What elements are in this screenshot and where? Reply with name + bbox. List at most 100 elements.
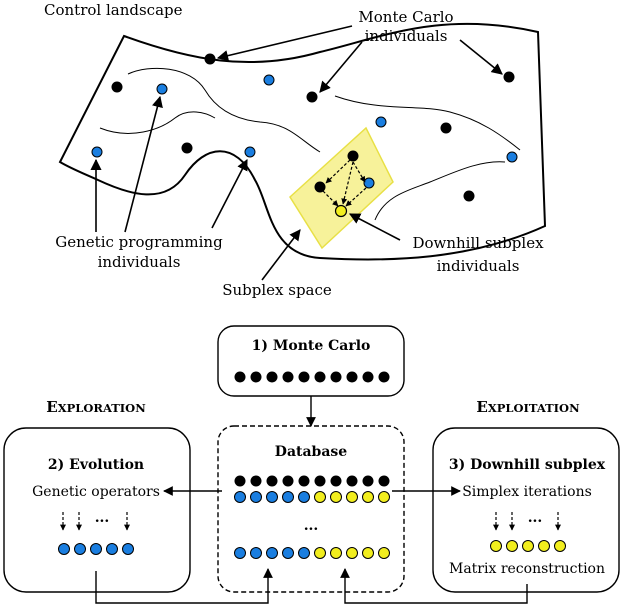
evolution-box (3, 427, 191, 593)
downhill-dots (490, 540, 566, 552)
evolution-ellipsis: ... (95, 510, 110, 526)
yellow-dot (362, 547, 374, 559)
blue-dot (263, 74, 275, 86)
monte-carlo-box (217, 325, 405, 397)
gp-dots (91, 74, 518, 189)
contour-line (99, 111, 216, 134)
black-dot (503, 71, 515, 83)
simplex-dashed-arrows (322, 159, 367, 207)
blue-dot (90, 543, 102, 555)
blue-dot (106, 543, 118, 555)
monte-carlo-box-title: 1) Monte Carlo (252, 338, 371, 354)
black-dot (111, 81, 123, 93)
blue-dot (282, 491, 294, 503)
black-dot (314, 475, 326, 487)
contour-line (127, 67, 321, 153)
yellow-dot (554, 540, 566, 552)
evolution-dashed-arrows (60, 512, 130, 531)
yellow-dot (506, 540, 518, 552)
database-color-row-1 (234, 491, 390, 503)
yellow-dot (314, 491, 326, 503)
evolution-dots (58, 543, 134, 555)
subplex-space-region (289, 126, 394, 250)
black-dot (204, 53, 216, 65)
blue-dot (234, 491, 246, 503)
black-dot (346, 475, 358, 487)
label-gp-2: individuals (98, 253, 181, 271)
black-dot (181, 142, 193, 154)
genetic-operators-label: Genetic operators (32, 484, 160, 500)
black-dot (266, 475, 278, 487)
black-dot (266, 371, 278, 383)
black-dot (330, 475, 342, 487)
database-black-row (234, 475, 390, 487)
blue-dot (298, 547, 310, 559)
blue-dot (282, 547, 294, 559)
black-dot (440, 122, 452, 134)
black-dot (378, 475, 390, 487)
blue-dot (266, 547, 278, 559)
database-title: Database (275, 444, 347, 460)
black-dot (362, 475, 374, 487)
black-dot (330, 371, 342, 383)
black-dot (282, 371, 294, 383)
downhill-dashed-arrows (493, 512, 561, 531)
downhill-title: 3) Downhill subplex (449, 457, 606, 473)
label-control-landscape: Control landscape (44, 1, 183, 19)
yellow-dot (330, 491, 342, 503)
label-downhill-2: individuals (437, 257, 520, 275)
blue-dot (122, 543, 134, 555)
blue-dot (363, 177, 375, 189)
black-dot (306, 91, 318, 103)
yellow-dot (378, 491, 390, 503)
yellow-dot (378, 547, 390, 559)
arrow-evolution-feedback (95, 568, 273, 604)
blue-dot (250, 547, 262, 559)
black-dot (234, 371, 246, 383)
arrow-downhill-feedback (340, 568, 528, 604)
black-dot (250, 475, 262, 487)
monte-carlo-dots (111, 53, 515, 202)
workflow-panel: EXPLORATION EXPLOITATION 1) Monte Carlo … (3, 325, 620, 604)
monte-carlo-box-dots (234, 371, 390, 383)
exploration-header: EXPLORATION (46, 398, 146, 416)
downhill-ellipsis: ... (528, 510, 543, 526)
black-dot (282, 475, 294, 487)
blue-dot (506, 151, 518, 163)
blue-dot (244, 146, 256, 158)
blue-dot (234, 547, 246, 559)
yellow-dot (362, 491, 374, 503)
yellow-dot (346, 547, 358, 559)
label-monte-carlo-1: Monte Carlo (358, 8, 453, 26)
black-dot (298, 475, 310, 487)
label-downhill-1: Downhill subplex (412, 234, 544, 252)
label-gp-1: Genetic programming (55, 233, 223, 251)
black-dot (346, 371, 358, 383)
annotation-arrows (90, 25, 503, 281)
black-dot (298, 371, 310, 383)
database-ellipsis: ... (304, 518, 319, 534)
black-dot (250, 371, 262, 383)
yellow-dot (334, 204, 348, 218)
contour-line (334, 95, 521, 151)
exploitation-header: EXPLOITATION (476, 398, 580, 416)
matrix-reconstruction-label: Matrix reconstruction (449, 561, 605, 577)
yellow-dot (490, 540, 502, 552)
blue-dot (266, 491, 278, 503)
yellow-dot (314, 547, 326, 559)
label-subplex-space: Subplex space (222, 281, 332, 299)
black-dot (347, 150, 359, 162)
black-dot (314, 181, 326, 193)
contour-line (374, 161, 506, 221)
yellow-dot (522, 540, 534, 552)
database-box (217, 425, 405, 593)
blue-dot (156, 83, 168, 95)
database-color-row-2 (234, 547, 390, 559)
blue-dot (91, 146, 103, 158)
black-dot (378, 371, 390, 383)
blue-dot (58, 543, 70, 555)
blue-dot (298, 491, 310, 503)
evolution-title: 2) Evolution (48, 457, 144, 473)
black-dot (362, 371, 374, 383)
